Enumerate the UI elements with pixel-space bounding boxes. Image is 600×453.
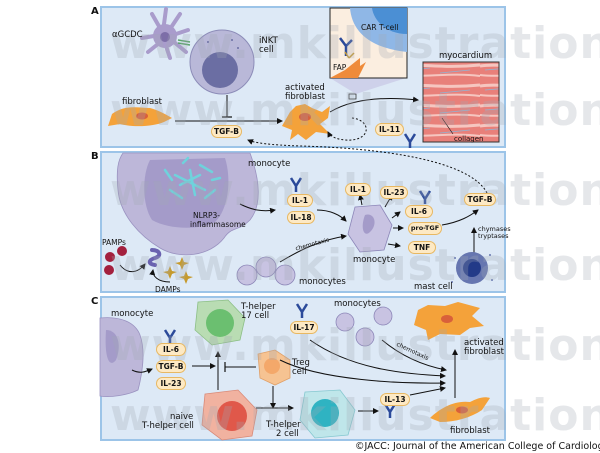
arrow-damps (149, 269, 171, 283)
arrow-to-myocardium (329, 96, 419, 113)
label-th2-2: 2 cell (276, 429, 299, 439)
label-treg-1: Treg (292, 358, 310, 368)
dashed-feedback-arrow (247, 139, 488, 194)
myocardium-tissue (422, 61, 500, 143)
credit-line: ©JACC: Journal of the American College o… (355, 441, 600, 452)
cytokine-il6-b: IL-6 (405, 205, 433, 218)
cytokine-tnf: TNF (408, 241, 436, 254)
antibody-c-1 (163, 329, 177, 344)
label-th17-1: T-helper (241, 302, 276, 312)
arrow-treg-to-fibroblast (279, 359, 446, 387)
cytokine-il23-b: IL-23 (380, 186, 408, 199)
label-monocyte-b: monocyte (353, 255, 396, 265)
label-monocyte-c: monocyte (111, 309, 154, 319)
inkt-cell (189, 29, 255, 95)
label-monocytes-b: monocytes (299, 277, 346, 287)
label-treg-2: cell (292, 367, 307, 377)
fibroblast-a (108, 107, 172, 127)
label-agcdc: αGCDC (112, 30, 143, 40)
label-fap: FAP (333, 63, 347, 72)
fibroblast-c (430, 397, 490, 422)
antibody-il11 (403, 133, 417, 148)
label-naive-2: T-helper cell (142, 421, 194, 431)
label-tryptases: tryptases (478, 232, 509, 240)
cytokine-il13: IL-13 (380, 393, 410, 406)
monocyte-b (347, 204, 393, 253)
label-inkt-1: iNKT (259, 36, 278, 46)
agcdc-dendritic-cell (140, 7, 191, 60)
nlrp3-inflammasome-graphic (163, 156, 222, 200)
pamps-graphic (104, 246, 127, 275)
inhibition-line-a (222, 95, 232, 118)
cytokine-il17: IL-17 (290, 321, 318, 334)
il11-loop-arrow (327, 117, 367, 141)
label-naive-1: naive (170, 412, 194, 422)
antibody-c-il13 (383, 403, 397, 418)
label-damps: DAMPs (155, 285, 181, 294)
label-nlrp3-1: NLRP3- (193, 211, 221, 220)
arrow-il13-to-fibroblast (409, 386, 446, 396)
cytokine-tgfb-b: TGF-B (464, 193, 496, 206)
arrow-pamps (119, 263, 146, 273)
th2-cell (299, 389, 356, 439)
panel-b-label: B (91, 151, 99, 162)
cytokine-tgfb-a: TGF-B (211, 125, 242, 138)
arrow-il17-to-fibroblast (309, 339, 446, 379)
activated-fibroblast-c (414, 302, 484, 340)
arrow-il1-to-monocyte (316, 209, 347, 222)
large-monocyte-b (116, 152, 259, 256)
label-fibroblast-c: fibroblast (450, 426, 490, 436)
cytokine-il18: IL-18 (287, 211, 315, 224)
label-mast-cell: mast cell (414, 282, 453, 292)
monocyte-c (99, 317, 144, 398)
label-collagen: collagen (454, 135, 484, 143)
label-monocyte-large: monocyte (248, 159, 291, 169)
label-chymases: chymases (478, 225, 511, 233)
activated-fibroblast-a (282, 93, 357, 140)
panel-c-label: C (91, 296, 99, 307)
label-th17-2: 17 cell (241, 311, 270, 321)
car-t-inset (329, 7, 408, 94)
antibody-b-2 (418, 190, 432, 204)
damps-graphic (163, 257, 193, 284)
label-myocardium: myocardium (439, 51, 493, 61)
small-monocytes-b (236, 256, 296, 286)
small-monocytes-c (335, 306, 393, 347)
cytokine-tgfb-c: TGF-B (156, 360, 186, 373)
cytokine-il23-c: IL-23 (156, 377, 186, 390)
label-car-t: CAR T-cell (361, 23, 399, 32)
cytokine-il11: IL-11 (375, 123, 404, 136)
label-th2-1: T-helper (266, 420, 301, 430)
label-activated-fibroblast-c-2: fibroblast (464, 347, 504, 357)
label-nlrp3-2: inflammasome (190, 220, 246, 229)
arrow-inflammasome (239, 203, 276, 214)
mast-cell (451, 252, 493, 284)
arrow-chemotaxis-c (381, 339, 447, 373)
naive-t-helper-cell (201, 389, 258, 441)
label-activated-fibroblast-c-1: activated (464, 338, 504, 348)
cytokine-il1-a: IL-1 (287, 194, 313, 207)
treg-cell (257, 349, 291, 386)
cytokine-il1-b: IL-1 (345, 183, 371, 196)
antibody-c-il17 (295, 303, 309, 318)
label-monocytes-c: monocytes (334, 299, 381, 309)
cytokine-pro-tgf: pro-TGF (408, 222, 442, 235)
th17-cell (194, 299, 246, 346)
label-activated-fibroblast-a-2: fibroblast (285, 92, 325, 102)
label-activated-fibroblast-a-1: activated (285, 83, 325, 93)
arrow-chemotaxis-b (279, 233, 347, 263)
label-inkt-2: cell (259, 45, 274, 55)
receptor-graphic (147, 248, 162, 267)
label-fibroblast-a: fibroblast (122, 97, 162, 107)
label-pamps: PAMPs (102, 238, 126, 247)
antibody-b-1 (289, 177, 303, 192)
treg-inhibition (224, 362, 256, 372)
arrow-protgf-to-tgfb (441, 209, 479, 226)
panel-a-label: A (91, 6, 99, 17)
cytokine-il6-c: IL-6 (156, 343, 186, 356)
arrow-monocyte-c (131, 368, 153, 374)
